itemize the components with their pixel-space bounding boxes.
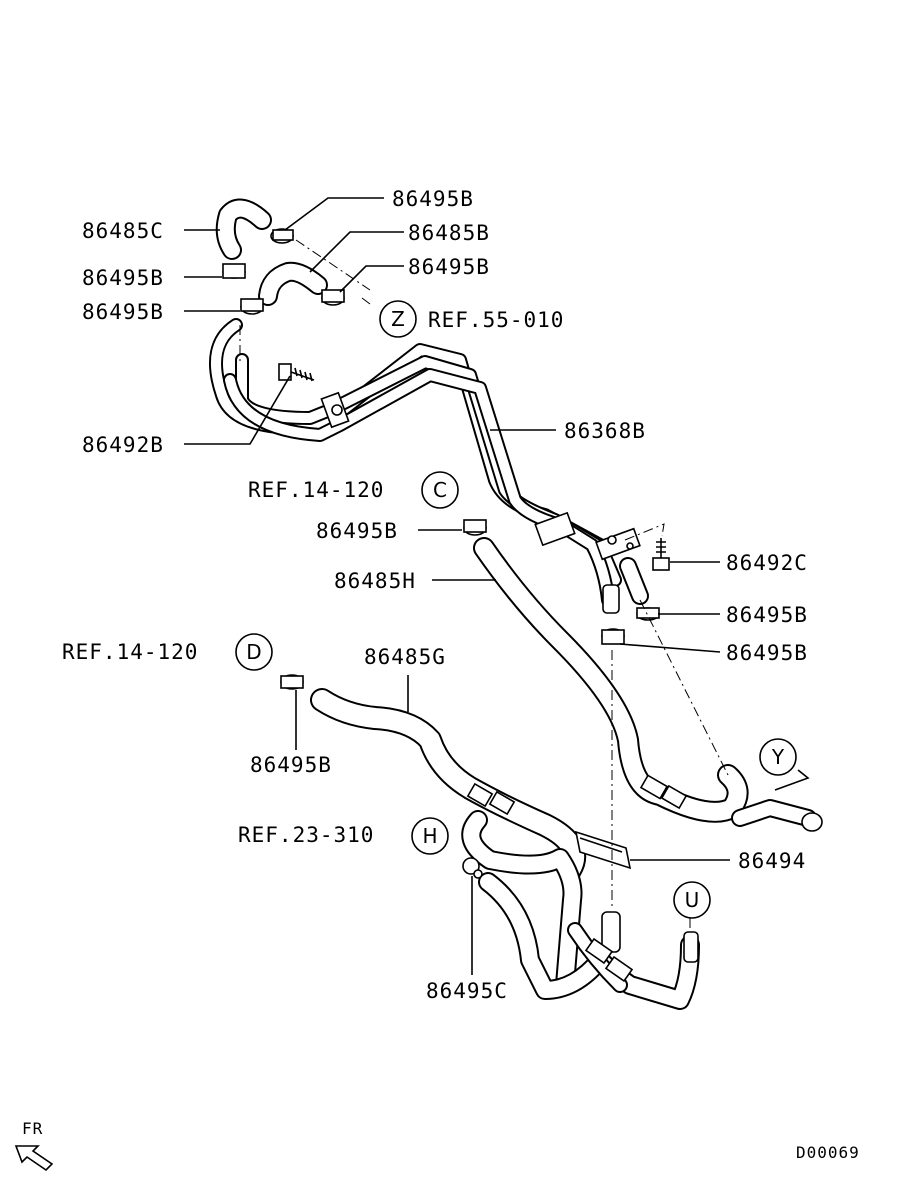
pipe-assembly-86368B [209,318,649,614]
marker-y-circle [759,738,797,776]
bracket-86494 [574,830,632,870]
clamp-86495B-right3 [601,628,625,645]
label-86492B: 86492B [82,433,164,457]
label-86492C: 86492C [726,551,808,575]
label-86495C: 86495C [426,979,508,1003]
ref-z-marker: Z [391,307,405,331]
reference-callouts: Z REF.55-010 C REF.14-120 D REF.14-120 H… [62,300,797,919]
ref-h-circle [411,817,449,855]
part-labels: 86495B 86485C 86485B 86495B 86495B 86495… [82,187,808,1003]
hose-86485B [258,261,328,306]
clamp-86495B-mid [463,519,487,536]
ref-h-text: REF.23-310 [238,823,374,847]
label-86495B-right1: 86495B [408,255,490,279]
label-86495B-left1: 86495B [82,266,164,290]
drawing-code: D00069 [796,1143,860,1162]
ref-d-marker: D [246,640,261,664]
front-arrow-icon [14,1145,54,1172]
label-86495B-low: 86495B [250,753,332,777]
clamp-86495B-left1 [222,263,246,279]
marker-u-circle [673,881,711,919]
ref-d-text: REF.14-120 [62,640,198,664]
hose-86485C [215,198,272,260]
ref-c-text: REF.14-120 [248,478,384,502]
front-direction-indicator: FR [14,1119,54,1172]
bolt-86492C [652,538,670,571]
label-86495B-mid: 86495B [316,519,398,543]
label-86485G: 86485G [364,645,446,669]
clamp-86495B-left2 [240,298,264,315]
ref-d-circle [235,633,273,671]
alignment-lines [239,239,729,932]
clamp-86495B-low [280,674,304,690]
label-86485H: 86485H [334,569,416,593]
hose-86485H [473,537,823,832]
label-86485B: 86485B [408,221,490,245]
leader-lines [184,197,810,975]
direction-label: FR [22,1119,43,1138]
label-86485C: 86485C [82,219,164,243]
hose-lower-assembly [461,810,700,1010]
label-86368B: 86368B [564,419,646,443]
label-86495B-right3: 86495B [726,641,808,665]
label-86495B-top: 86495B [392,187,474,211]
clamp-86495B-right2 [636,607,660,621]
ref-c-circle [421,471,459,509]
hose-86485G [310,688,586,882]
ref-c-marker: C [433,478,447,502]
label-86495B-left2: 86495B [82,300,164,324]
clamp-86495B-right1 [321,289,345,306]
clamp-86495B-top [270,228,294,244]
clamps [222,228,688,983]
ref-z-circle [379,300,417,338]
marker-y: Y [771,745,785,769]
clamp-86495C [462,857,483,879]
label-86495B-right2: 86495B [726,603,808,627]
ref-z-text: REF.55-010 [428,308,564,332]
label-86494: 86494 [738,849,806,873]
ref-h-marker: H [422,824,437,848]
marker-u: U [685,888,700,912]
bolt-86492B [278,363,315,382]
